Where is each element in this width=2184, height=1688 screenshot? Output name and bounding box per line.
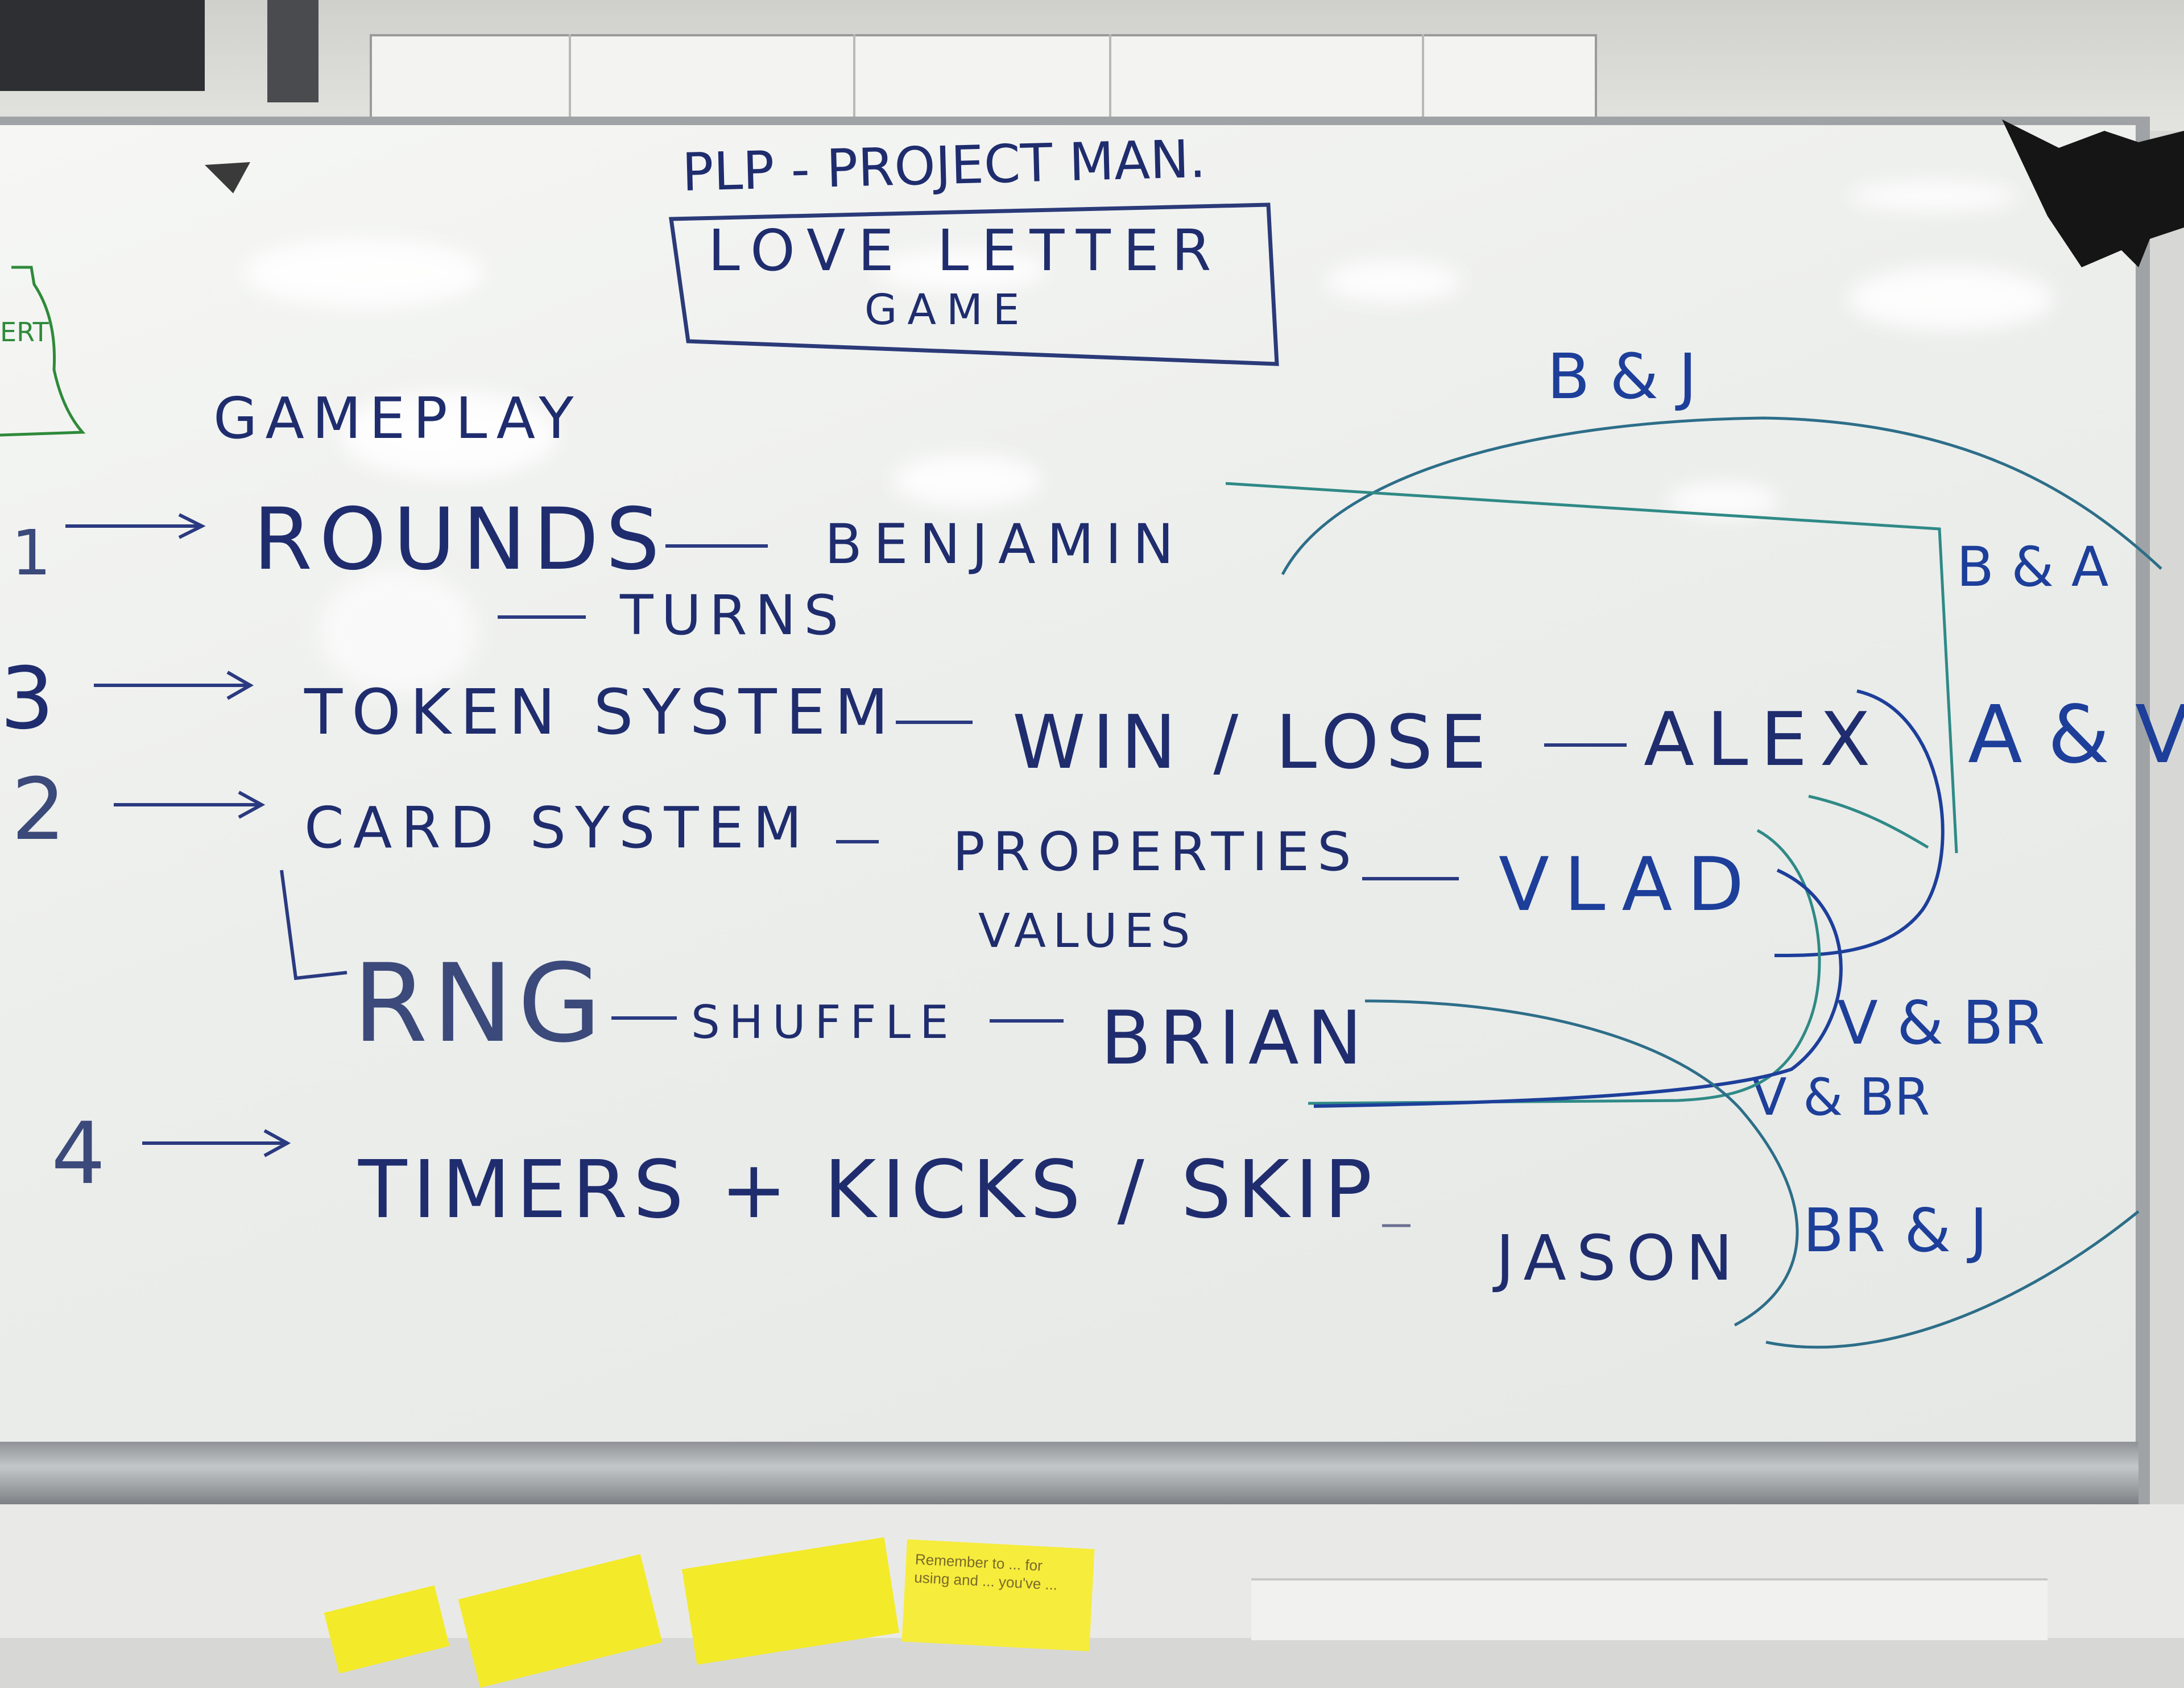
- paper-sheet: [1251, 1578, 2048, 1640]
- title-box: [668, 202, 1279, 366]
- cabinet-seam: [853, 34, 855, 131]
- pair-label: V & BR: [1837, 988, 2045, 1058]
- row-task: ROUNDS: [253, 490, 667, 589]
- pair-label: B & A: [1956, 535, 2108, 599]
- row-sub: TURNS: [619, 584, 846, 647]
- row-task: CARD SYSTEM: [304, 795, 811, 861]
- row-task: RNG: [353, 941, 606, 1066]
- branch-line: [280, 870, 348, 980]
- row-detail: SHUFFLE: [691, 996, 958, 1049]
- arrow: [142, 1129, 291, 1157]
- title-line-2: GAME: [864, 286, 1030, 334]
- marker-tray: [0, 1442, 2138, 1504]
- row-number: 1: [11, 516, 51, 589]
- side-note: ERT: [0, 317, 49, 347]
- whiteboard: [0, 125, 2136, 1445]
- row-detail: WIN / LOSE: [1012, 699, 1493, 785]
- pipe: [267, 0, 318, 102]
- title-line-1: LOVE LETTER: [708, 217, 1223, 284]
- connector-curve: [1808, 795, 1929, 849]
- cabinet-seam: [569, 34, 571, 131]
- magnet: [205, 162, 250, 193]
- row-owner: JASON: [1492, 1222, 1743, 1294]
- light-glare: [341, 392, 557, 478]
- row-number: 3: [0, 649, 54, 748]
- arrow: [65, 513, 206, 539]
- connector-curve: [1774, 689, 1945, 957]
- row-detail: BENJAMIN: [825, 512, 1185, 576]
- pair-label: V & BR: [1752, 1068, 1930, 1127]
- section-heading: GAMEPLAY: [213, 385, 581, 452]
- row-owner: VLAD: [1499, 841, 1759, 928]
- connector-curve: [1281, 416, 2162, 576]
- connector-curve: [1765, 1210, 2140, 1349]
- row-detail: PROPERTIES: [953, 821, 1359, 883]
- row-number: 2: [11, 760, 65, 859]
- light-glare: [318, 569, 478, 694]
- arrow: [114, 791, 266, 819]
- light-glare: [1325, 262, 1462, 301]
- light-glare: [1848, 182, 2019, 210]
- row-task: TOKEN SYSTEM: [304, 676, 897, 748]
- pair-label: BR & J: [1803, 1196, 1988, 1265]
- row-task: TIMERS + KICKS / SKIP: [358, 1144, 1378, 1236]
- row-number: 4: [51, 1104, 105, 1203]
- pair-label: A & V: [1968, 689, 2184, 781]
- light-glare: [245, 239, 483, 307]
- cabinet-seam: [1109, 34, 1111, 131]
- connector-curve: [1308, 829, 1821, 1105]
- wall-fixture: [0, 0, 205, 91]
- cabinet-seam: [1422, 34, 1424, 131]
- light-glare: [876, 250, 1046, 290]
- row-owner: ALEX: [1644, 696, 1883, 783]
- row-detail-2: VALUES: [978, 904, 1197, 958]
- bat-decoration: [2002, 119, 2184, 267]
- connector-curve: [1225, 482, 1958, 854]
- pair-label: B & J: [1547, 340, 1697, 413]
- connector-curve: [1313, 868, 1843, 1108]
- row-owner: BRIAN: [1101, 995, 1370, 1081]
- green-sketch: [0, 266, 86, 437]
- light-glare: [893, 455, 1041, 506]
- light-glare: [1848, 267, 2053, 330]
- connector-curve: [1364, 999, 1799, 1327]
- arrow: [94, 671, 254, 700]
- board-heading: PLP - PROJECT MAN.: [681, 129, 1207, 203]
